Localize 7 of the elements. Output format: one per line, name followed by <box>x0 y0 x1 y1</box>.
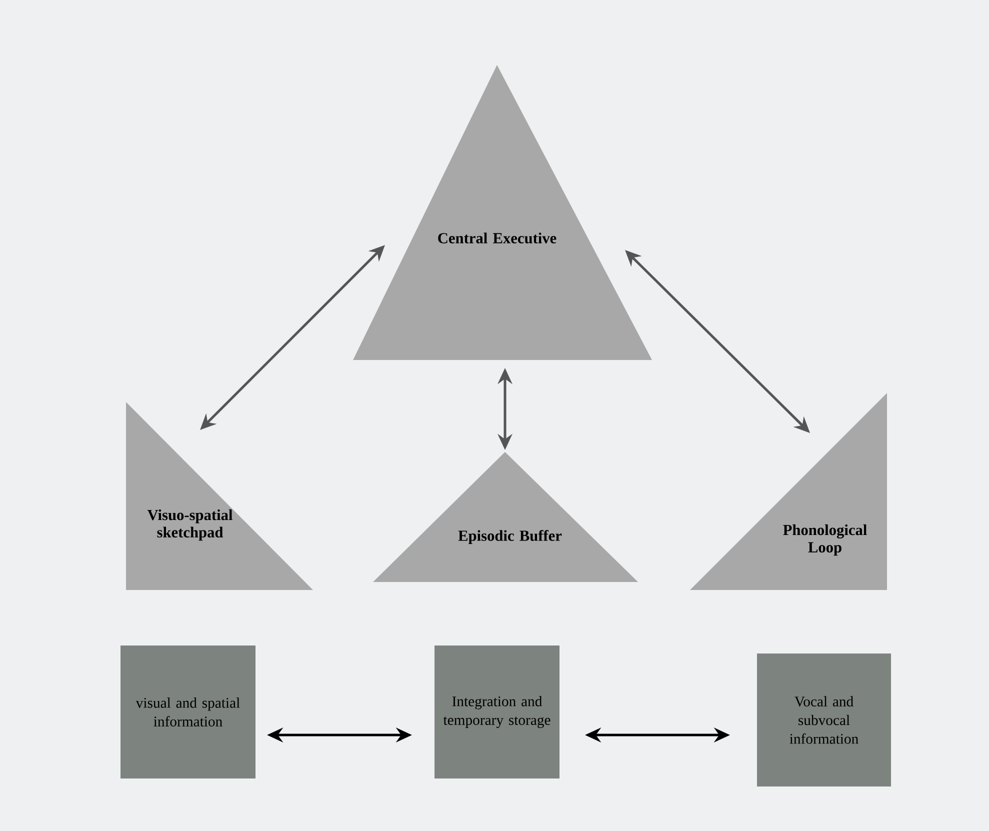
triangle: Visuo-spatial sketchpad <box>126 402 313 590</box>
text-box: Integration and temporary storage <box>434 646 560 778</box>
triangle: Phonological Loop <box>690 393 887 590</box>
triangle: Central Executive <box>353 65 652 360</box>
text-box: visual and spatial information <box>120 646 256 778</box>
text-box: Vocal and subvocal information <box>757 654 891 786</box>
triangle: Episodic Buffer <box>373 452 638 582</box>
